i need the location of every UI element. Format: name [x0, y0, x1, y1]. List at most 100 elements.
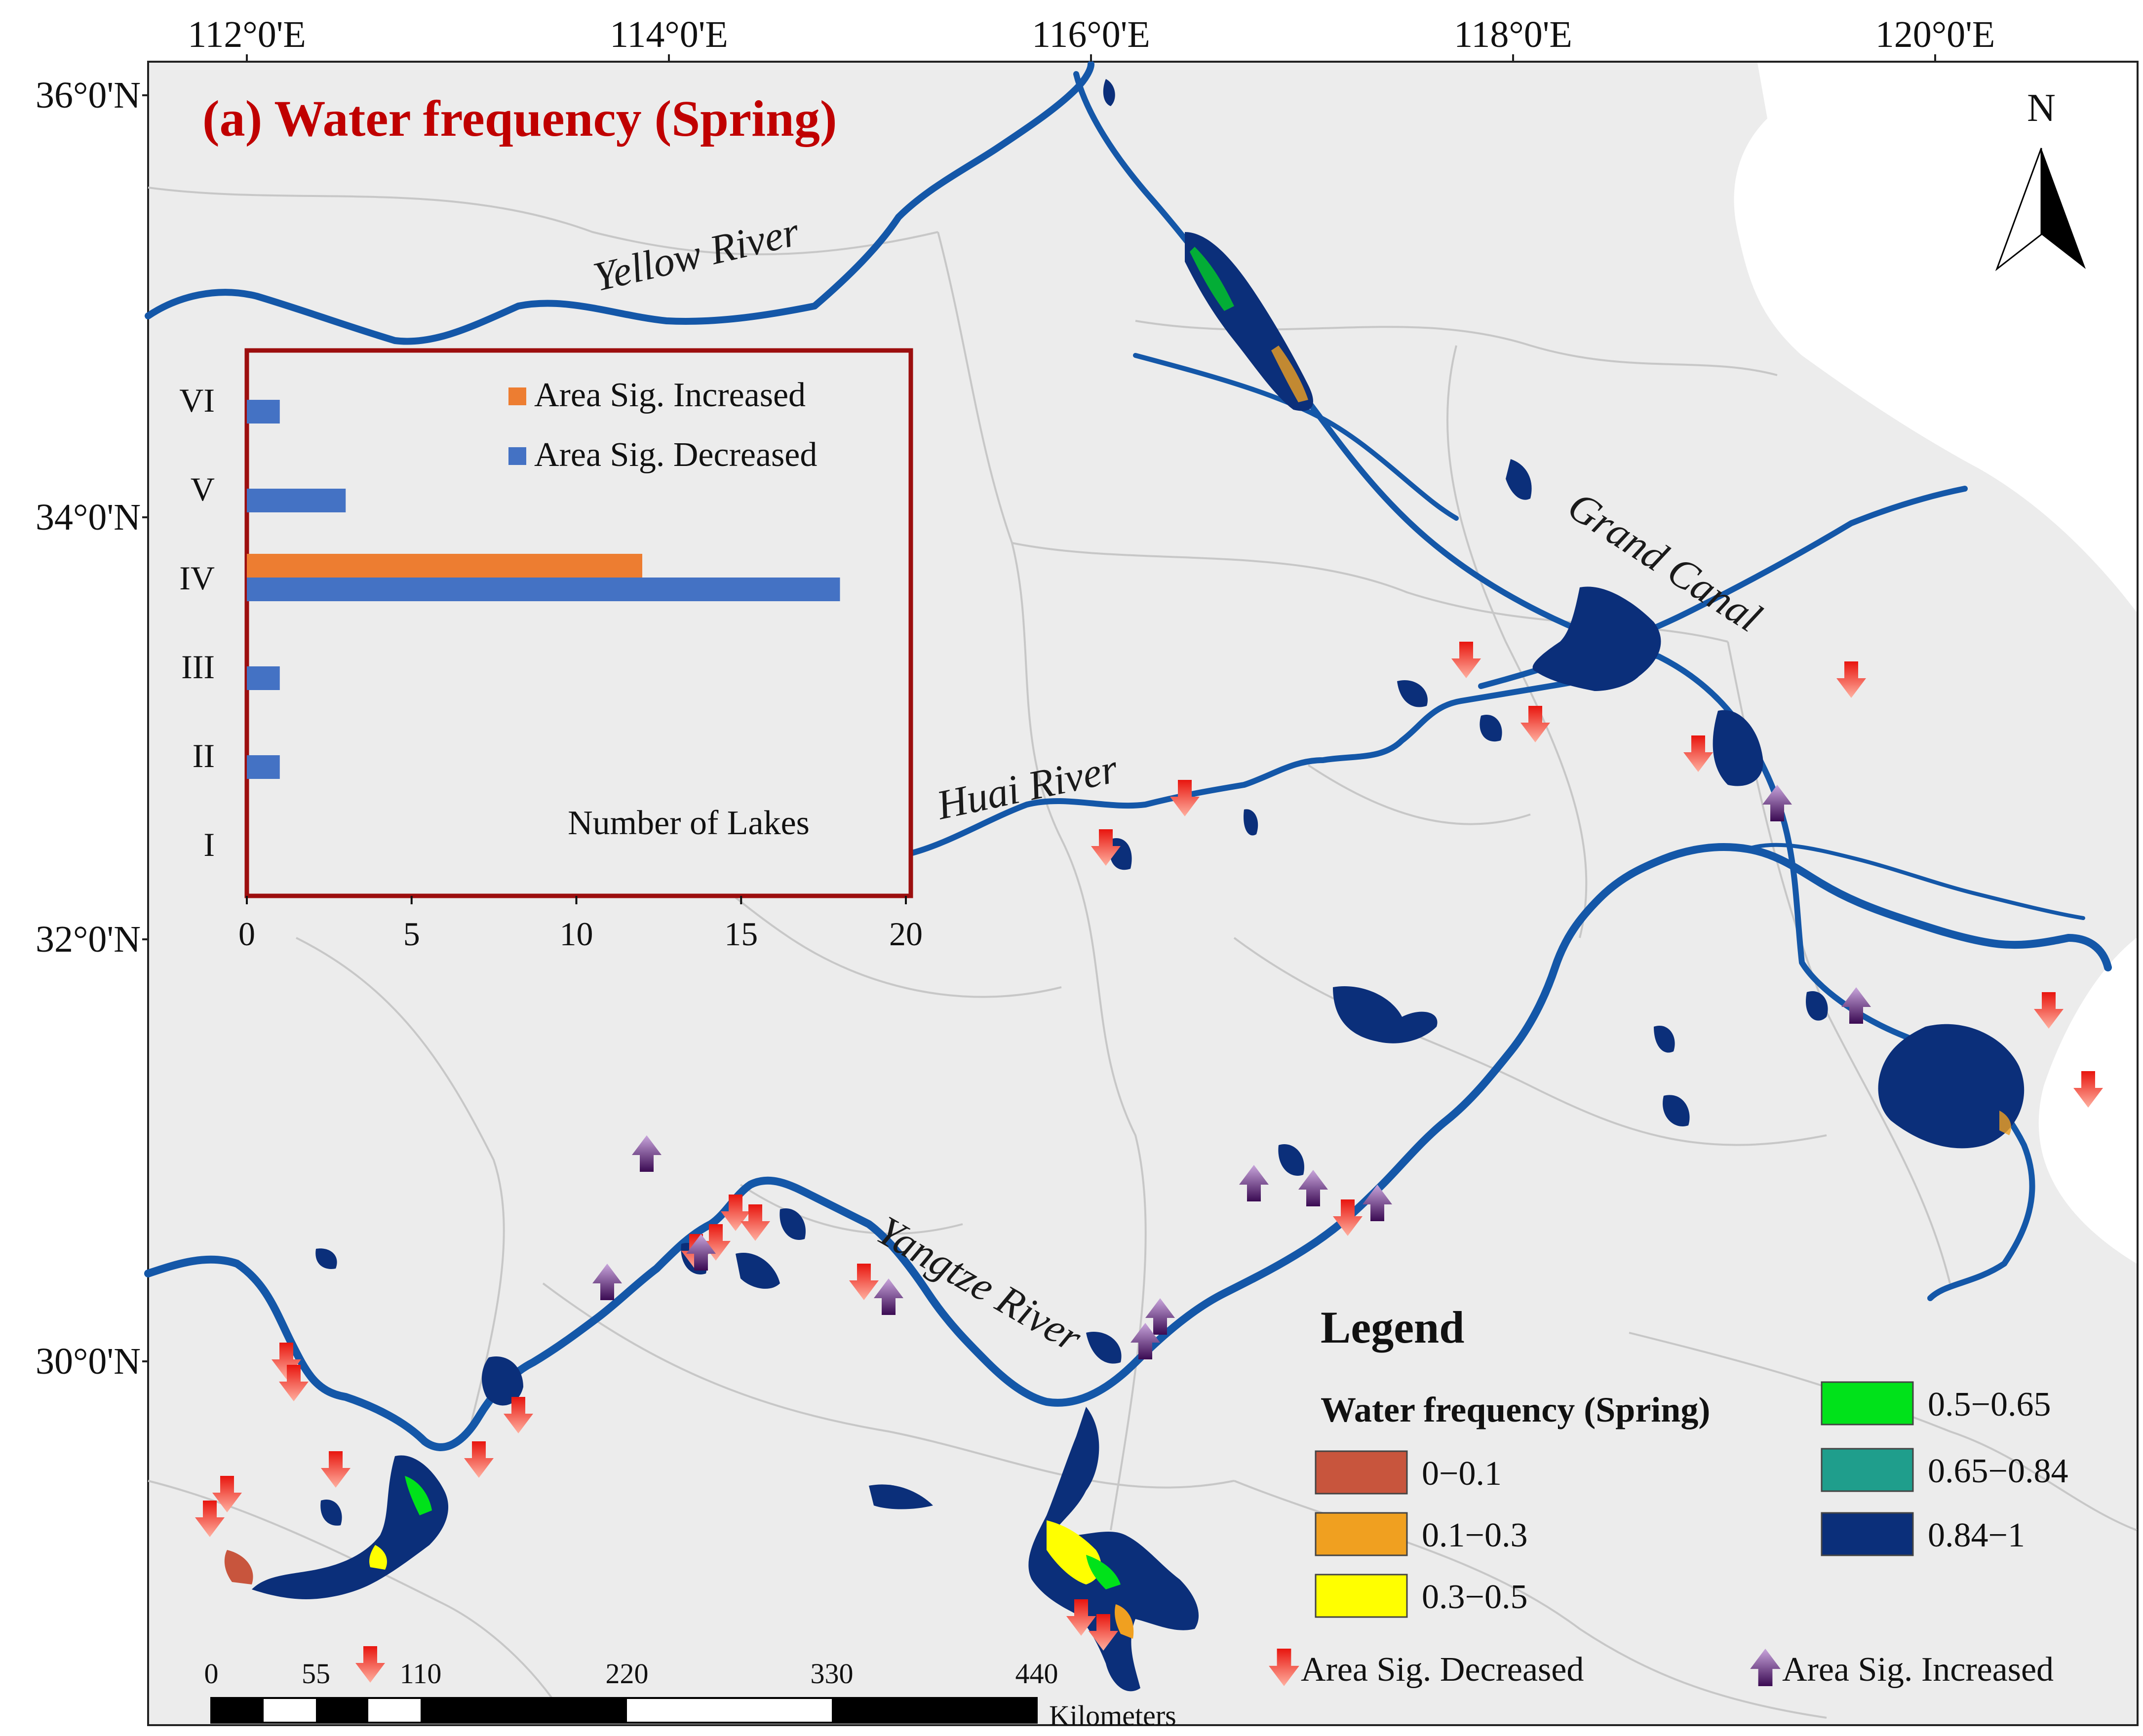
yangtze-river	[144, 843, 2112, 1451]
lake-fringe	[1999, 1111, 2011, 1135]
longitude-ticks	[246, 54, 1936, 62]
lon-label: 120°0'E	[1875, 14, 1995, 55]
inset-category-label: IV	[179, 559, 215, 597]
legend-class-label: 0.1−0.3	[1422, 1516, 1527, 1554]
lake	[315, 1248, 337, 1269]
lake	[736, 1253, 780, 1289]
legend-class-label: 0.65−0.84	[1928, 1452, 2068, 1490]
inset-legend-label-decreased: Area Sig. Decreased	[534, 436, 817, 474]
lake-fringe	[224, 1550, 253, 1584]
lake	[779, 1208, 806, 1240]
lake	[1806, 991, 1828, 1021]
scale-tick-label: 0	[204, 1658, 219, 1690]
lake-fringe	[1086, 1555, 1121, 1589]
legend-increased-label: Area Sig. Increased	[1782, 1651, 2054, 1689]
yangtze-branch	[1746, 843, 2085, 920]
inset-x-tick-label: 0	[238, 915, 255, 953]
lon-label: 112°0'E	[188, 14, 306, 55]
lake	[320, 1500, 342, 1526]
scale-unit: Kilometers	[1049, 1699, 1176, 1732]
lake	[1654, 1026, 1675, 1053]
legend-class-label: 0−0.1	[1422, 1455, 1502, 1493]
lake-taihu	[1878, 1024, 2025, 1149]
lon-label: 114°0'E	[610, 14, 728, 55]
inset-legend-swatch-increased	[508, 387, 526, 405]
longitude-labels: 112°0'E 114°0'E 116°0'E 118°0'E 120°0'E	[188, 14, 1995, 55]
legend-swatch	[1315, 1512, 1408, 1556]
inset-x-tick-label: 20	[889, 915, 923, 953]
lake	[1397, 680, 1428, 707]
legend-swatch	[1315, 1450, 1408, 1495]
inset-bar-decreased	[247, 755, 280, 779]
lon-label: 118°0'E	[1454, 14, 1572, 55]
lake-fringe	[369, 1545, 387, 1570]
inset-bar-decreased	[247, 400, 280, 424]
inset-legend-swatch-decreased	[508, 447, 526, 465]
legend-decreased-label: Area Sig. Decreased	[1301, 1651, 1584, 1689]
inset-frame	[244, 348, 913, 898]
legend-class-label: 0.84−1	[1928, 1516, 2025, 1554]
north-label: N	[2027, 86, 2056, 130]
lake	[1278, 1144, 1304, 1176]
north-arrow: N	[1995, 86, 2086, 271]
yellow-river	[145, 61, 1094, 345]
latitude-labels: 36°0'N 34°0'N 32°0'N 30°0'N	[36, 75, 141, 1382]
inset-bar-decreased	[247, 489, 346, 512]
lake	[1663, 1095, 1690, 1126]
legend-swatch	[1821, 1381, 1914, 1426]
legend-swatch	[1821, 1512, 1914, 1556]
inset-category-label: V	[191, 470, 215, 508]
inset-category-label: II	[193, 737, 215, 774]
lat-label: 30°0'N	[36, 1341, 141, 1382]
inset-bars	[247, 400, 840, 779]
admin-boundaries	[148, 187, 2137, 1723]
legend-subtitle: Water frequency (Spring)	[1321, 1390, 1710, 1429]
lake-fringe	[1047, 1520, 1101, 1584]
legend-swatch	[1821, 1448, 1914, 1492]
lake	[869, 1484, 933, 1509]
lake	[1713, 710, 1763, 786]
lake-fringe	[1271, 346, 1308, 402]
lakes	[224, 79, 2025, 1692]
inset-category-label: I	[203, 826, 215, 863]
latitude-ticks	[142, 94, 148, 1362]
scale-tick-label: 440	[1015, 1658, 1058, 1690]
lake-chaohu	[1333, 986, 1438, 1043]
inset-bar-increased	[247, 554, 642, 578]
lake-poyang	[1028, 1407, 1199, 1692]
lake-fringe	[1190, 247, 1234, 311]
scale-tick-label: 55	[302, 1658, 330, 1690]
lake-fringe	[1115, 1604, 1134, 1639]
lat-label: 36°0'N	[36, 75, 141, 116]
inset-category-label: VI	[179, 382, 215, 419]
lake-hongze	[1532, 586, 1661, 691]
inset-xlabel: Number of Lakes	[568, 804, 810, 842]
scale-tick-label: 220	[606, 1658, 649, 1690]
lake	[481, 1356, 523, 1406]
lake	[1244, 809, 1258, 836]
lon-label: 116°0'E	[1032, 14, 1150, 55]
inset-legend-label-increased: Area Sig. Increased	[534, 376, 806, 414]
inset-legend: Area Sig. Increased Area Sig. Decreased	[508, 376, 817, 474]
lake	[1480, 715, 1502, 742]
legend-title: Legend	[1321, 1302, 1464, 1352]
map-title: (a) Water frequency (Spring)	[202, 90, 837, 147]
lat-label: 34°0'N	[36, 497, 141, 538]
scale-bar: 0 55 110 220 330 440 Kilometers	[204, 1658, 1176, 1732]
lake-fringe	[405, 1476, 432, 1515]
lake	[1086, 1332, 1122, 1364]
legend-swatch	[1315, 1574, 1408, 1618]
inset-category-label: III	[181, 648, 215, 686]
scale-tick-label: 330	[811, 1658, 854, 1690]
inset-x-tick-label: 15	[724, 915, 758, 953]
inset-bar-decreased	[247, 666, 280, 690]
lat-label: 32°0'N	[36, 919, 141, 960]
legend-class-label: 0.5−0.65	[1928, 1386, 2051, 1424]
lake-dongting	[252, 1455, 449, 1599]
legend-class-label: 0.3−0.5	[1422, 1578, 1527, 1616]
legend: Legend Water frequency (Spring) 0−0.1 0.…	[1269, 1302, 2068, 1689]
